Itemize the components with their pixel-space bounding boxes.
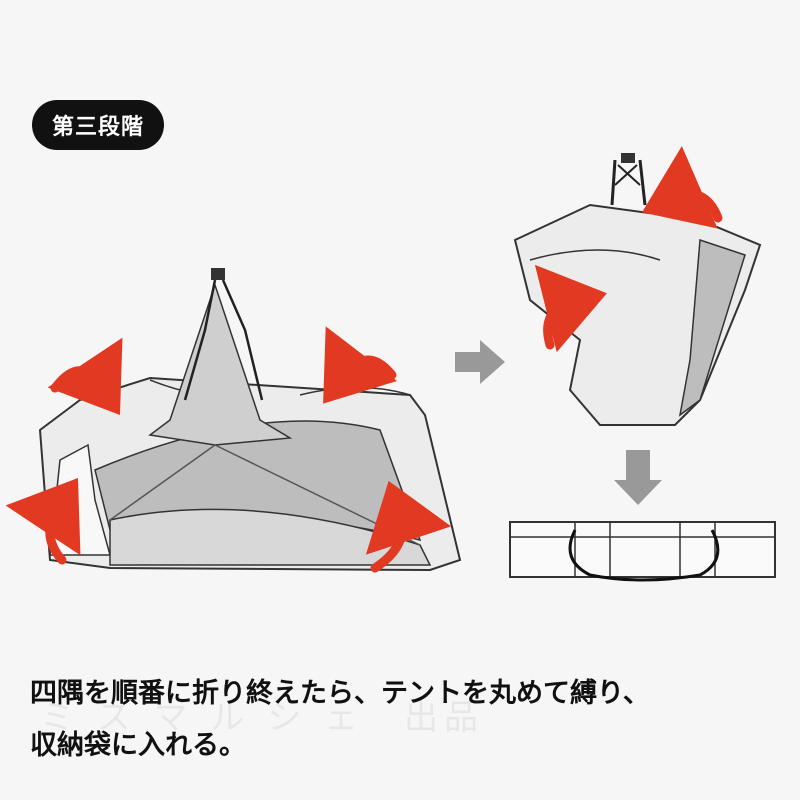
- gray-arrow-icon: [455, 340, 505, 384]
- gray-arrow-icon: [614, 450, 662, 505]
- curved-red-arrow-icon: [47, 337, 123, 415]
- watermark: ミ ス マ ル シ ェ 出品: [40, 698, 485, 738]
- fold-arrows-right: [534, 145, 723, 353]
- flat-tent-figure: [38, 268, 462, 572]
- storage-bag-figure: [509, 521, 776, 582]
- instruction-caption: 四隅を順番に折り終えたら、テントを丸めて縛り、 収納袋に入れる。: [30, 668, 775, 772]
- curved-red-arrow-icon: [323, 326, 398, 404]
- curved-red-arrow-icon: [534, 264, 607, 353]
- bundled-tent-figure: [513, 153, 762, 426]
- caption-line-1: 四隅を順番に折り終えたら、テントを丸めて縛り、: [30, 678, 650, 709]
- caption-line-2: 収納袋に入れる。: [30, 730, 246, 761]
- curved-red-arrow-icon: [365, 480, 452, 573]
- curved-red-arrow-icon: [5, 478, 81, 565]
- stage-badge: 第三段階: [32, 100, 164, 150]
- fold-arrows-left: [5, 326, 452, 573]
- curved-red-arrow-icon: [641, 145, 723, 229]
